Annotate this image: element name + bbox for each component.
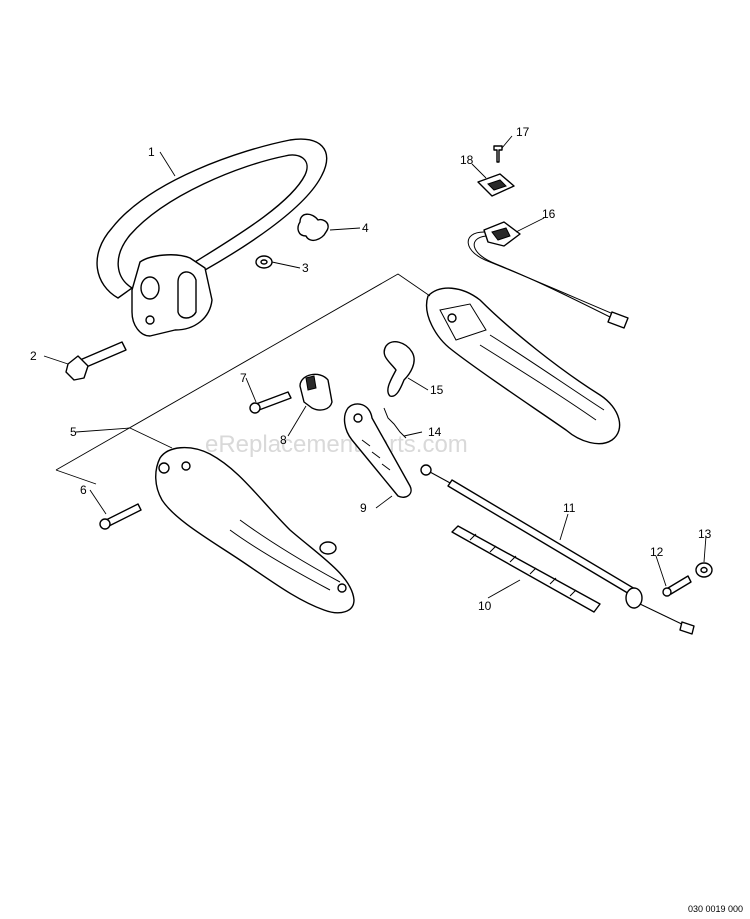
loop-handle-part [96,138,328,337]
switch-wires-16-part [467,221,629,329]
washer-3-part [255,255,273,269]
bolt-12-part [662,575,692,597]
callout-17: 17 [516,125,530,139]
washer-13-part [695,562,713,578]
callout-18: 18 [460,153,474,167]
callout-16: 16 [542,207,556,221]
reference-code: 030 0019 000 [688,904,743,914]
handle-half-15-part [426,287,621,445]
callout-10: 10 [478,599,492,613]
callout-14: 14 [428,425,442,439]
callout-11: 11 [563,501,576,515]
callout-6: 6 [80,483,87,497]
callout-5: 5 [70,425,77,439]
callout-8: 8 [280,433,287,447]
callout-13: 13 [698,527,712,541]
wing-nut-4-part [297,213,329,242]
handle-half-5-part [155,447,355,614]
callout-2: 2 [30,349,37,363]
throttle-trigger-9-part [343,403,412,498]
callout-4: 4 [362,221,369,235]
spring-14-part [383,407,407,439]
callout-9: 9 [360,501,367,515]
screw-17-part [493,145,503,163]
throttle-cable-11-part [420,464,695,635]
bolt-2-part [65,341,127,381]
trigger-15-part [383,341,415,397]
clip-18-part [477,173,515,197]
callouts: 1 2 3 4 5 6 7 8 9 10 11 12 13 14 15 16 1… [30,125,712,613]
bolt-6-part [99,503,142,530]
leader-lines [43,135,707,599]
callout-3: 3 [302,261,309,275]
callout-7: 7 [240,371,247,385]
shaft-10-part [451,525,601,613]
callout-12: 12 [650,545,664,559]
callout-15: 15 [430,383,444,397]
callout-1: 1 [148,145,155,159]
watermark-text: eReplacementParts.com [205,431,468,458]
bolt-7-part [249,391,292,414]
clamp-8-part [299,373,333,411]
assembly-lines [55,273,431,485]
